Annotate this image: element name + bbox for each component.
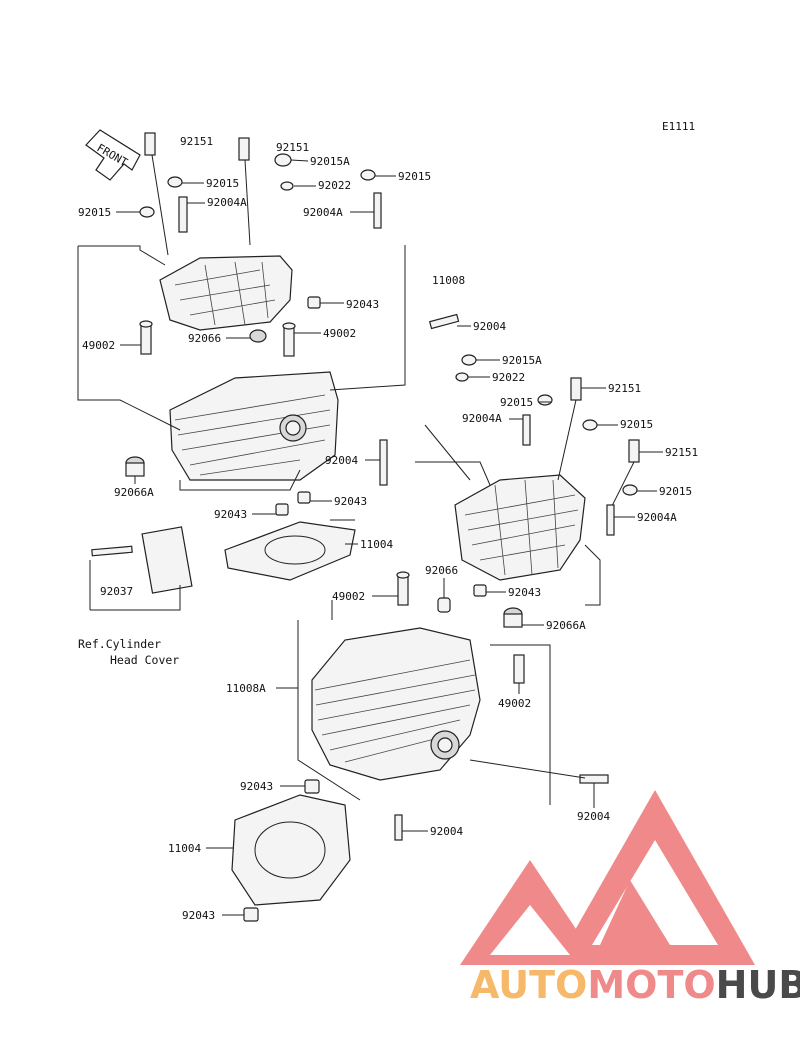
label-11008: 11008	[432, 274, 465, 287]
label-92015-c: 92015	[78, 206, 111, 219]
label-92004-d: 92004	[577, 810, 610, 823]
label-92004-a: 92004	[473, 320, 506, 333]
label-92066A-a: 92066A	[114, 486, 154, 499]
label-92015A-b: 92015A	[502, 354, 542, 367]
label-92015-a: 92015	[206, 177, 239, 190]
svg-text:AUTOMOTOHUB: AUTOMOTOHUB	[470, 963, 800, 1007]
label-49002-b: 49002	[323, 327, 356, 340]
label-92066-a: 92066	[188, 332, 221, 345]
label-92066A-b: 92066A	[546, 619, 586, 632]
watermark-text: AUTOMOTOHUB	[470, 963, 800, 1007]
rear-head-cover	[77, 132, 460, 611]
label-92004-b: 92004	[325, 454, 358, 467]
watermark-logo	[460, 790, 755, 965]
callout-labels: 92151 92151 92015A 92015 92022 92015 920…	[78, 135, 698, 922]
label-92015-d: 92015	[500, 396, 533, 409]
ref-text-line2: Head Cover	[110, 653, 179, 667]
label-49002-c: 49002	[332, 590, 365, 603]
label-92151-d: 92151	[665, 446, 698, 459]
label-92043-a: 92043	[346, 298, 379, 311]
label-92015-e: 92015	[620, 418, 653, 431]
watermark-part3: HUB	[716, 963, 800, 1007]
label-92015-f: 92015	[659, 485, 692, 498]
front-arrow-icon: FRONT	[85, 129, 141, 181]
label-92043-c: 92043	[214, 508, 247, 521]
label-92043-e: 92043	[240, 780, 273, 793]
label-92004-c: 92004	[430, 825, 463, 838]
label-92004A-a: 92004A	[207, 196, 247, 209]
label-92043-b: 92043	[334, 495, 367, 508]
label-49002-a: 49002	[82, 339, 115, 352]
label-92151-b: 92151	[276, 141, 309, 154]
label-92015A-a: 92015A	[310, 155, 350, 168]
label-92037: 92037	[100, 585, 133, 598]
front-cylinder-head	[231, 571, 609, 922]
ref-text-line1: Ref.Cylinder	[78, 637, 161, 651]
diagram-code: E1111	[662, 120, 695, 133]
label-11004-b: 11004	[168, 842, 201, 855]
label-92043-f: 92043	[182, 909, 215, 922]
label-92004A-b: 92004A	[303, 206, 343, 219]
label-92151-c: 92151	[608, 382, 641, 395]
label-11008A: 11008A	[226, 682, 266, 695]
label-92004A-c: 92004A	[462, 412, 502, 425]
label-92151-a: 92151	[180, 135, 213, 148]
label-92066-b: 92066	[425, 564, 458, 577]
watermark-part2: MOTO	[587, 963, 715, 1007]
front-head-cover	[415, 354, 640, 606]
label-92022-b: 92022	[492, 371, 525, 384]
label-92043-d: 92043	[508, 586, 541, 599]
label-92015-b: 92015	[398, 170, 431, 183]
label-11004-a: 11004	[360, 538, 393, 551]
label-92004A-d: 92004A	[637, 511, 677, 524]
watermark-part1: AUTO	[470, 963, 587, 1007]
label-49002-d: 49002	[498, 697, 531, 710]
label-92022-a: 92022	[318, 179, 351, 192]
